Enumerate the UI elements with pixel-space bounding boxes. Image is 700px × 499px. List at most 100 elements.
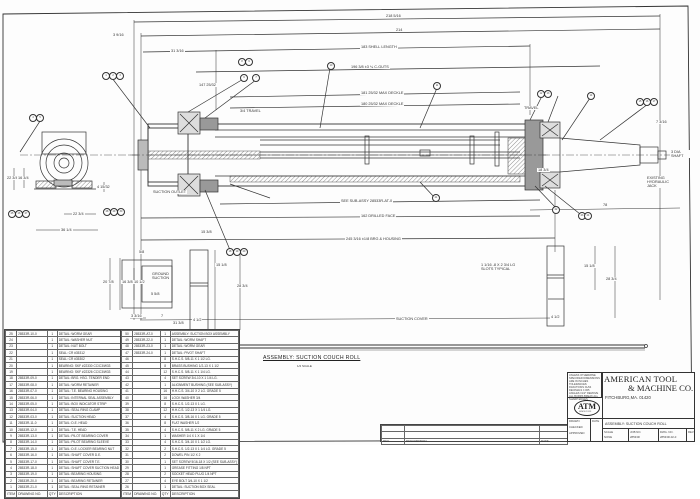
dim-travel-right: TRAVEL [523, 106, 540, 110]
drawn-label: DRAWN [569, 419, 580, 423]
rev-header-date: DATE [539, 437, 568, 446]
item-balloon: 17 [650, 98, 658, 106]
dim-right-2: 78 [602, 203, 609, 207]
title-block-title: ASSEMBLY: SUCTION COUCH ROLL [605, 422, 667, 426]
dim-left-bracket-5: 7 [160, 314, 165, 318]
item-balloon: 21 [432, 194, 440, 202]
item-balloon: 9 [245, 58, 253, 66]
item-balloon: 13 [544, 90, 552, 98]
item-number: 13 [4, 406, 18, 415]
description: ASSEMBLY: SUCTION BOX ASSEMBLY [169, 329, 240, 338]
description: DETAIL: T.E. BEARING HOUSING [56, 387, 122, 395]
item-number: 50 [120, 329, 134, 338]
scale-value: NONE [604, 435, 613, 439]
description: DETAIL: WORM GEAR [56, 329, 122, 338]
item-balloon: 6 [240, 74, 248, 82]
drawing-number-label: DWG. NO. [660, 430, 674, 434]
item-number: 10 [4, 425, 18, 434]
drawing-number: 28533R-02-0 [660, 435, 677, 439]
dim-left-bracket-1: 20 7/8 [102, 280, 115, 284]
description: DETAIL: WORM GEAR [169, 342, 240, 351]
dim-max-deckle-2: 180 25/32 MAX DECKLE [360, 102, 405, 106]
item-number: 42 [120, 381, 134, 389]
item-number: 22 [4, 349, 18, 357]
description: DETAIL: WORM SHAFT [169, 336, 240, 344]
description: H.H.C.S. 1/2-13 X 1 1/4 LG. [169, 406, 240, 415]
dim-left-margin: 3 9/16 [112, 33, 125, 37]
job-value: 28533R [630, 435, 640, 439]
header-drawing-no: DRAWING NO. [132, 489, 161, 498]
dim-end-view-1: 22 3/4 [6, 176, 19, 180]
label-existing-jack: EXISTING HYDRAULIC JACK [646, 176, 676, 188]
atm-logo: ATM [574, 400, 600, 416]
atm-logo-subtext: SINCE 1913 [579, 411, 592, 413]
description: SEAL: CR #35312 [56, 349, 122, 357]
description: SET SCREW 3/4-10 X 1 1/4 LG. [169, 374, 240, 383]
item-number: 41 [120, 387, 134, 395]
item-number: 17 [4, 381, 18, 389]
rev-header-rev: REV [381, 437, 405, 446]
company-name-line2: & MACHINE CO. [628, 383, 694, 393]
date-label: DATE [592, 419, 600, 423]
assembly-caption: ASSEMBLY: SUCTION COUCH ROLL [263, 355, 361, 361]
description: WASHER 1/4 X 1 X 1/4 [169, 432, 240, 440]
dim-mid-b: 15 3/8 [200, 230, 213, 234]
dim-right-bracket-1: 15 1/8 [583, 264, 596, 268]
item-balloon: 7 [252, 74, 260, 82]
label-ground-suction: GROUND SUCTION [151, 272, 171, 280]
item-number: 16 [4, 387, 18, 395]
dim-end-view-4: 22 3/4 [72, 212, 85, 216]
dim-max-deckle-1: 181 25/32 MAX DECKLE [360, 91, 405, 95]
item-number: 24 [4, 336, 18, 344]
description: ALIGNMENT BUSHING (SEE SUB-ASSY) [169, 381, 240, 389]
divider [590, 418, 591, 441]
item-balloon: 30 [117, 208, 125, 216]
dim-end-view-3: 4 15/32 [96, 185, 111, 189]
dim-left-bracket-7: 5/8 [138, 250, 146, 254]
dim-mid-bracket-3: 4 1/2 [192, 318, 203, 322]
drawing-linework [2, 5, 693, 443]
header-qty: QTY [46, 489, 58, 498]
item-number: 43 [120, 374, 134, 383]
description: H.H.C.S. 3/4-10 X 2 LG. GRADE 5 [169, 387, 240, 395]
dim-left-bracket-4: 5 5/8 [150, 292, 161, 296]
divider [628, 428, 629, 441]
parts-list-header: ITEM DRAWING NO. QTY DESCRIPTION [4, 489, 122, 498]
dim-left-bracket-3: 10 1/2 [133, 280, 146, 284]
drawing-sheet: 218 5/16 214 183 SHELL LENGTH 31 3/16 3 … [2, 5, 695, 499]
item-number: 11 [4, 419, 18, 427]
item-balloon: 3 [116, 72, 124, 80]
item-number: 20 [4, 361, 18, 370]
item-number: 40 [120, 393, 134, 402]
item-number: 45 [120, 361, 134, 370]
dim-mid-bracket-1: 15 1/8 [215, 263, 228, 267]
header-description: DESCRIPTION [169, 489, 240, 498]
company-name-line1: AMERICAN TOOL [604, 374, 678, 384]
dim-travel: 3/4 TRAVEL [239, 109, 262, 113]
description: DETAIL: SEAL RING CLAMP [56, 406, 122, 415]
divider [568, 418, 602, 419]
item-number: 46 [120, 355, 134, 363]
description: S.H.C.S. 3/8-16 X 1 LG. GRADE 5 [169, 413, 240, 421]
